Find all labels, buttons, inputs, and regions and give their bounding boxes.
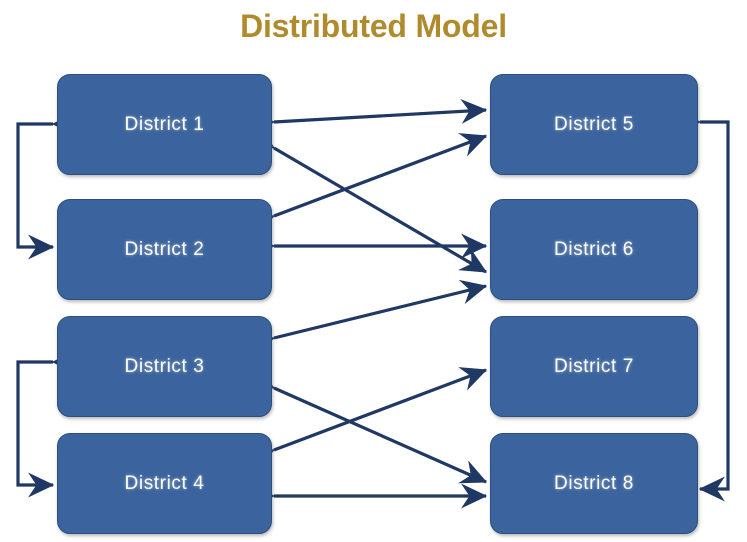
connector-d1-d5	[248, 98, 488, 136]
node-district-1[interactable]: District 1	[57, 74, 272, 175]
connector-bracket-d1-d2	[16, 111, 78, 260]
node-label: District 5	[554, 113, 634, 135]
connector-d1-d6	[246, 124, 488, 274]
node-district-2[interactable]: District 2	[57, 199, 272, 300]
node-district-7[interactable]: District 7	[490, 316, 698, 417]
node-label: District 2	[124, 238, 205, 260]
connector-d3-d8	[246, 366, 488, 484]
node-label: District 8	[554, 472, 634, 494]
node-district-8[interactable]: District 8	[490, 433, 698, 534]
node-district-6[interactable]: District 6	[490, 199, 698, 300]
page-title: Distributed Model	[240, 8, 507, 44]
connector-d2-d5	[246, 133, 488, 237]
node-label: District 3	[124, 355, 205, 377]
connector-bracket-d3-d4	[16, 349, 78, 498]
connector-d3-d6	[246, 279, 488, 357]
connector-d4-d7	[246, 367, 488, 471]
connector-bracket-d5-d8	[675, 109, 730, 502]
node-label: District 6	[554, 238, 634, 260]
node-district-3[interactable]: District 3	[57, 316, 272, 417]
node-district-5[interactable]: District 5	[490, 74, 698, 175]
node-label: District 7	[554, 355, 634, 377]
node-district-4[interactable]: District 4	[57, 433, 272, 534]
node-label: District 4	[124, 472, 205, 494]
node-label: District 1	[124, 113, 205, 135]
